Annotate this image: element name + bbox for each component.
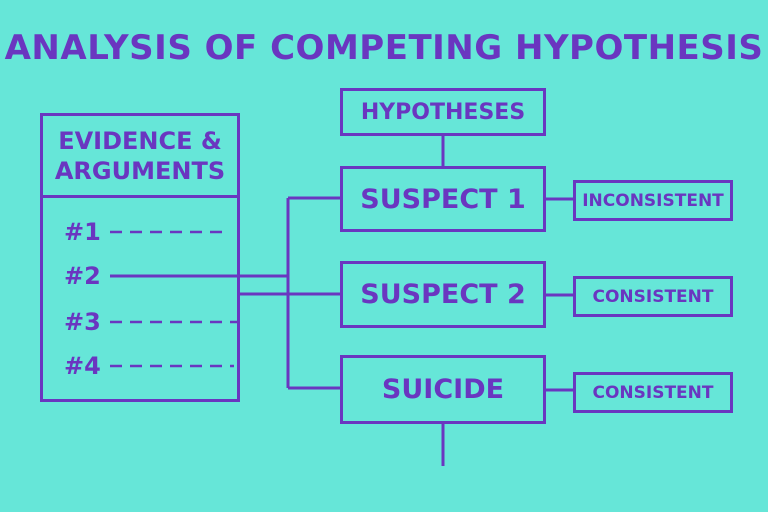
hypothesis-label: SUICIDE [381,374,505,405]
evidence-item-4: #4 [64,352,101,380]
assessment-label: CONSISTENT [592,286,714,307]
evidence-item-2: #2 [64,262,101,290]
hypothesis-box-suicide: SUICIDE [340,355,546,424]
assessment-label: CONSISTENT [592,382,714,403]
evidence-panel: EVIDENCE & ARGUMENTS [40,113,240,402]
evidence-header-line1: EVIDENCE & [58,126,222,155]
evidence-header-line2: ARGUMENTS [54,156,226,185]
assessment-box-suspect1: INCONSISTENT [573,180,733,221]
hypothesis-label: SUSPECT 1 [360,183,526,215]
diagram-title: ANALYSIS OF COMPETING HYPOTHESIS [4,28,764,68]
hypothesis-label: SUSPECT 2 [360,279,526,310]
evidence-item-3: #3 [64,308,101,336]
assessment-box-suspect2: CONSISTENT [573,276,733,317]
hypotheses-title-box: HYPOTHESES [340,88,546,136]
hypothesis-box-suspect1: SUSPECT 1 [340,166,546,232]
evidence-header: EVIDENCE & ARGUMENTS [43,116,237,198]
hypothesis-box-suspect2: SUSPECT 2 [340,261,546,328]
assessment-box-suicide: CONSISTENT [573,372,733,413]
evidence-item-1: #1 [64,218,101,246]
hypotheses-title: HYPOTHESES [360,99,526,125]
assessment-label: INCONSISTENT [582,190,724,211]
